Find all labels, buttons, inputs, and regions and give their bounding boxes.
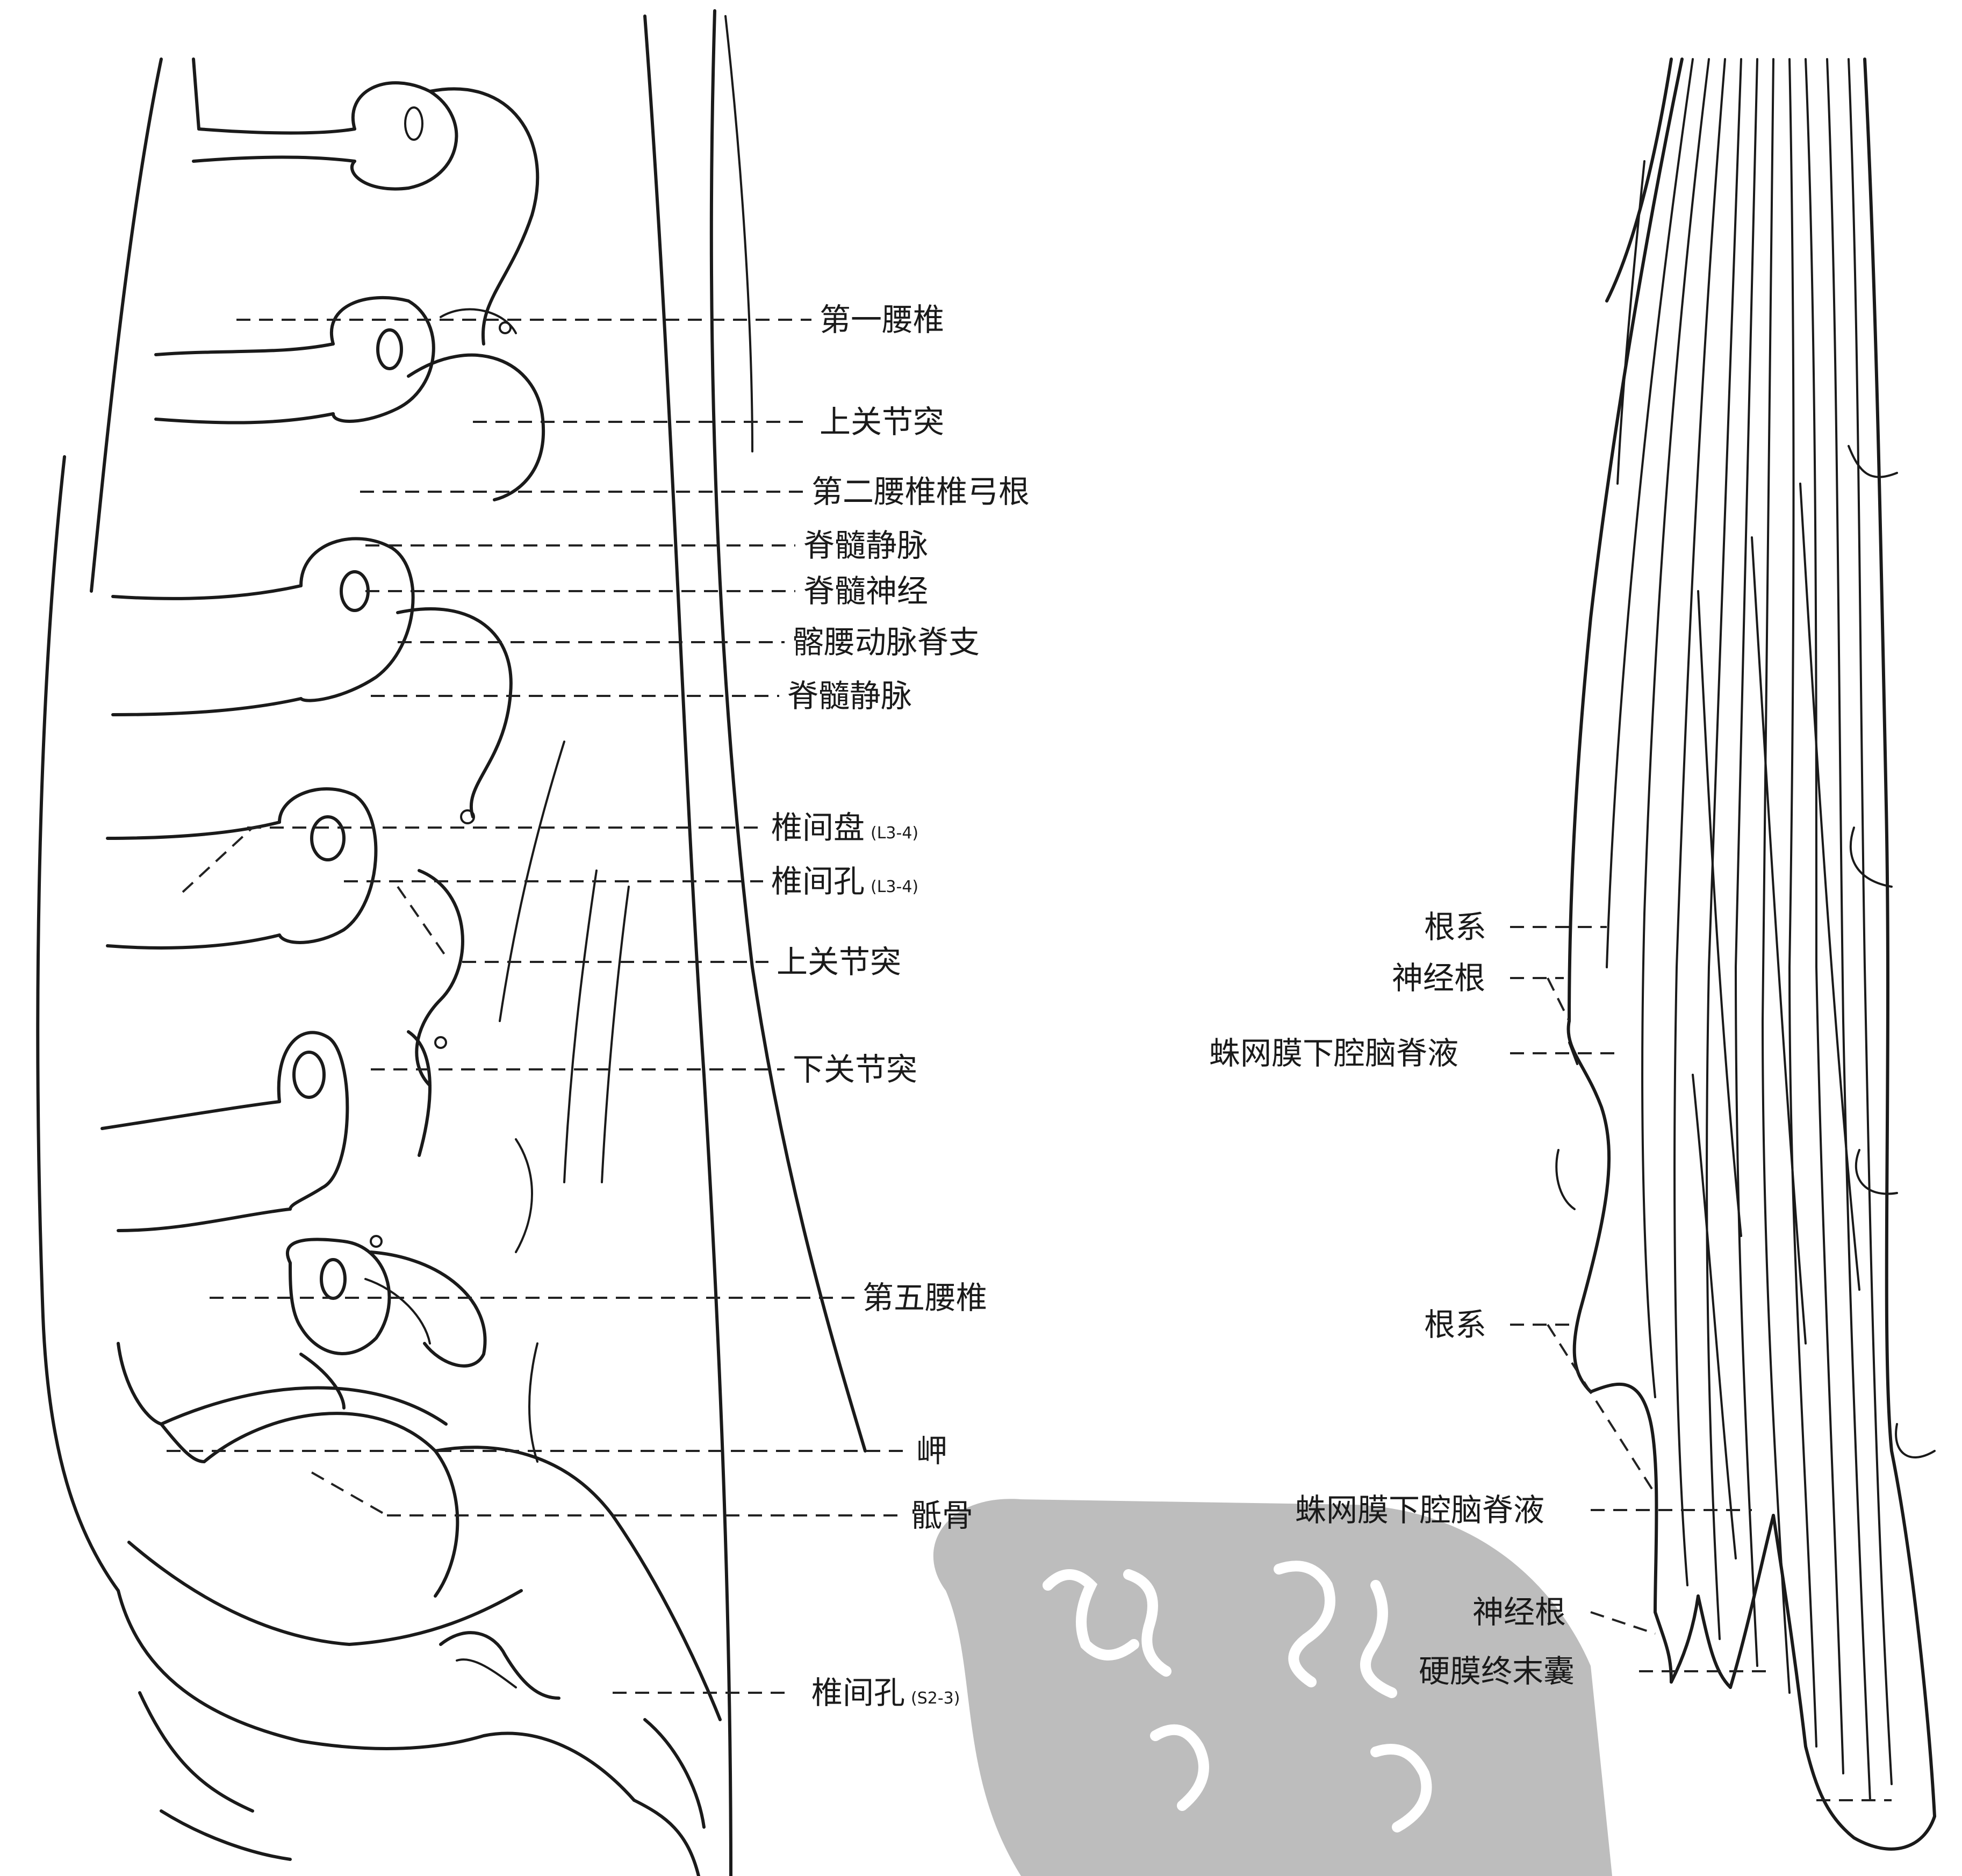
label-sacrum: 骶骨 [911, 1497, 973, 1534]
label-inferior-articular: 下关节突 [793, 1051, 917, 1088]
label-dural-sac: 硬膜终末囊 [1419, 1653, 1575, 1690]
left-leader-lines [167, 320, 908, 1693]
label-disc-level: (L3-4) [871, 824, 918, 843]
label-disc: 椎间盘 [771, 809, 865, 846]
label-csf-1: 蛛网膜下腔脑脊液 [1209, 1035, 1458, 1072]
label-spinal-vein-2: 脊髓静脉 [787, 678, 912, 714]
label-promontory: 岬 [916, 1433, 947, 1469]
label-sacral-foramen-level: (S2-3) [911, 1689, 960, 1708]
label-sacral-foramen: 椎间孔 [811, 1674, 905, 1711]
label-foramen-level: (L3-4) [871, 878, 918, 896]
label-superior-articular-2: 上关节突 [777, 944, 901, 980]
label-l1-vertebra: 第一腰椎 [820, 301, 944, 338]
label-l5-vertebra: 第五腰椎 [863, 1280, 987, 1316]
label-spinal-nerve: 脊髓神经 [803, 573, 928, 609]
label-nerve-root-1: 神经根 [1392, 960, 1485, 996]
cauda-equina-drawing [1556, 59, 1935, 1849]
label-root-system-1: 根系 [1424, 909, 1486, 945]
label-superior-articular-1: 上关节突 [820, 404, 944, 440]
lumbar-spine-drawing [38, 11, 865, 1876]
label-root-system-2: 根系 [1424, 1306, 1486, 1343]
label-spinal-vein-1: 脊髓静脉 [803, 527, 928, 564]
label-iliolumbar-branch: 髂腰动脉脊支 [793, 624, 980, 660]
label-csf-2: 蛛网膜下腔脑脊液 [1295, 1492, 1544, 1528]
label-foramen: 椎间孔 [771, 863, 865, 900]
left-labels: 第一腰椎 上关节突 第二腰椎椎弓根 脊髓静脉 脊髓神经 髂腰动脉脊支 脊髓静脉 … [771, 301, 1030, 1711]
label-nerve-root-2: 神经根 [1472, 1594, 1566, 1630]
label-l2-pedicle: 第二腰椎椎弓根 [811, 473, 1030, 510]
